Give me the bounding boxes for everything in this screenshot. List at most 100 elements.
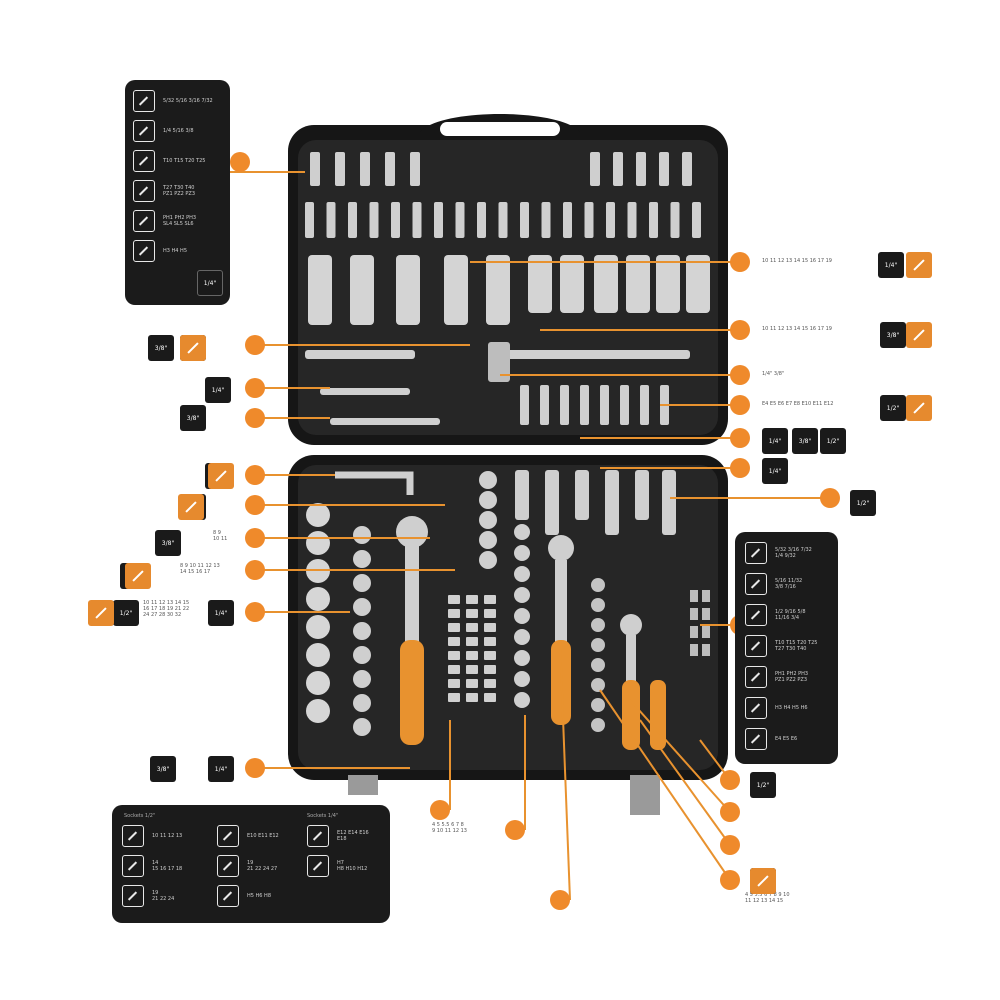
deep-socket: [545, 470, 559, 535]
size-badge: 1/4": [208, 600, 234, 626]
callout-dot: [720, 835, 740, 855]
bit: [520, 202, 529, 238]
callout-label: 8 9 10 11 12 13 14 15 16 17: [180, 563, 220, 575]
bit: [448, 651, 460, 660]
socket-bit: [580, 385, 589, 425]
bit: [484, 595, 496, 604]
size-badge-label: 1/2": [756, 781, 770, 789]
size-badge-label: 1/2": [856, 499, 870, 507]
spec-row-text: E12 E14 E16 E18: [337, 830, 369, 842]
callout-dot: [245, 408, 265, 428]
extension-bar-long: [305, 350, 415, 359]
size-badge-label: 3/8": [798, 437, 812, 445]
bit: [702, 608, 710, 620]
callout-dot: [245, 560, 265, 580]
bit: [466, 665, 478, 674]
socket: [306, 531, 330, 555]
size-badge: 1/2": [750, 772, 776, 798]
ratchet-small-grip: [622, 680, 640, 750]
socket: [353, 550, 371, 568]
size-badge: 1/4": [208, 756, 234, 782]
spec-row: E4 E5 E6: [745, 728, 797, 750]
screwdriver-grip: [650, 680, 666, 750]
socket-icon: [745, 542, 767, 564]
bit: [348, 202, 357, 238]
ratchet-small-head: [620, 614, 642, 636]
spec-row-text: E10 E11 E12: [247, 833, 279, 839]
socket: [353, 598, 371, 616]
spec-panel-right: 5/32 3/16 7/32 1/4 9/32 5/16 11/32 3/8 7/…: [735, 532, 838, 764]
spec-row-text: T10 T15 T20 T25: [163, 158, 206, 164]
socket: [479, 551, 497, 569]
leader-lines: [230, 171, 830, 901]
bit: [305, 202, 314, 238]
spec-row-text: 10 11 12 13: [152, 833, 183, 839]
callout-label: 1/4" 3/8": [762, 371, 785, 377]
spec-row: PH1 PH2 PH3 SL4 SL5 SL6: [133, 210, 196, 232]
deep-socket: [350, 255, 374, 325]
deep-socket: [396, 255, 420, 325]
socket: [306, 615, 330, 639]
bit: [484, 665, 496, 674]
extension-bar-short: [320, 388, 410, 395]
bit: [484, 637, 496, 646]
socket: [514, 692, 530, 708]
spec-row-text: H3 H4 H5: [163, 248, 188, 254]
socket-icon: [307, 825, 329, 847]
latch-right: [630, 775, 660, 815]
bit: [649, 202, 658, 238]
callout-dot: [730, 395, 750, 415]
bit: [369, 202, 379, 238]
spec-row-text: PH1 PH2 PH3 SL4 SL5 SL6: [163, 215, 197, 227]
callout-dot: [730, 458, 750, 478]
bit-row-mid: [305, 202, 701, 238]
spec-row: 5/32 3/16 7/32 1/4 9/32: [745, 542, 812, 564]
spec-row: T27 T30 T40 PZ1 PZ2 PZ3: [133, 180, 195, 202]
socket-icon: [122, 885, 144, 907]
spec-row-text: 5/16 11/32 3/8 7/16: [775, 578, 803, 590]
bit: [326, 202, 336, 238]
socket-icon: [217, 855, 239, 877]
size-badge: 3/8": [792, 428, 818, 454]
spec-row: E12 E14 E16 E18: [307, 825, 369, 847]
socket: [306, 587, 330, 611]
socket: [591, 598, 605, 612]
callout-dot: [505, 820, 525, 840]
ratchet-large-shaft: [405, 540, 419, 650]
deep-socket: [444, 255, 468, 325]
spec-row-text: 5/32 3/16 7/32 1/4 9/32: [775, 547, 812, 559]
socket: [514, 587, 530, 603]
bit: [659, 152, 669, 186]
bit: [385, 152, 395, 186]
callout-dot: [720, 770, 740, 790]
bit: [702, 644, 710, 656]
bit: [702, 590, 710, 602]
socket: [514, 671, 530, 687]
type-badge-icon: [906, 252, 932, 278]
socket: [591, 698, 605, 712]
bottom-panel-title-2: Sockets 1/4": [307, 813, 339, 819]
socket-bit: [560, 385, 569, 425]
size-badge: 1/4": [197, 270, 223, 296]
callout-dot: [820, 488, 840, 508]
deep-socket: [515, 470, 529, 520]
size-badge-label: 1/4": [203, 279, 217, 287]
bit: [391, 202, 400, 238]
socket: [479, 491, 497, 509]
socket-icon: [745, 604, 767, 626]
size-badge-label: 1/2": [119, 609, 133, 617]
bit: [448, 679, 460, 688]
size-badge-label: 1/4": [211, 386, 225, 394]
spec-row-text: H3 H4 H5 H6: [775, 705, 808, 711]
socket: [514, 566, 530, 582]
deep-sockets-row: [308, 255, 710, 325]
socket: [353, 718, 371, 736]
socket-icon: [122, 855, 144, 877]
bit: [466, 637, 478, 646]
socket: [514, 608, 530, 624]
bit-grid: [448, 595, 496, 702]
callout-dot: [245, 378, 265, 398]
callout-label: E4 E5 E6 E7 E8 E10 E11 E12: [762, 401, 834, 407]
